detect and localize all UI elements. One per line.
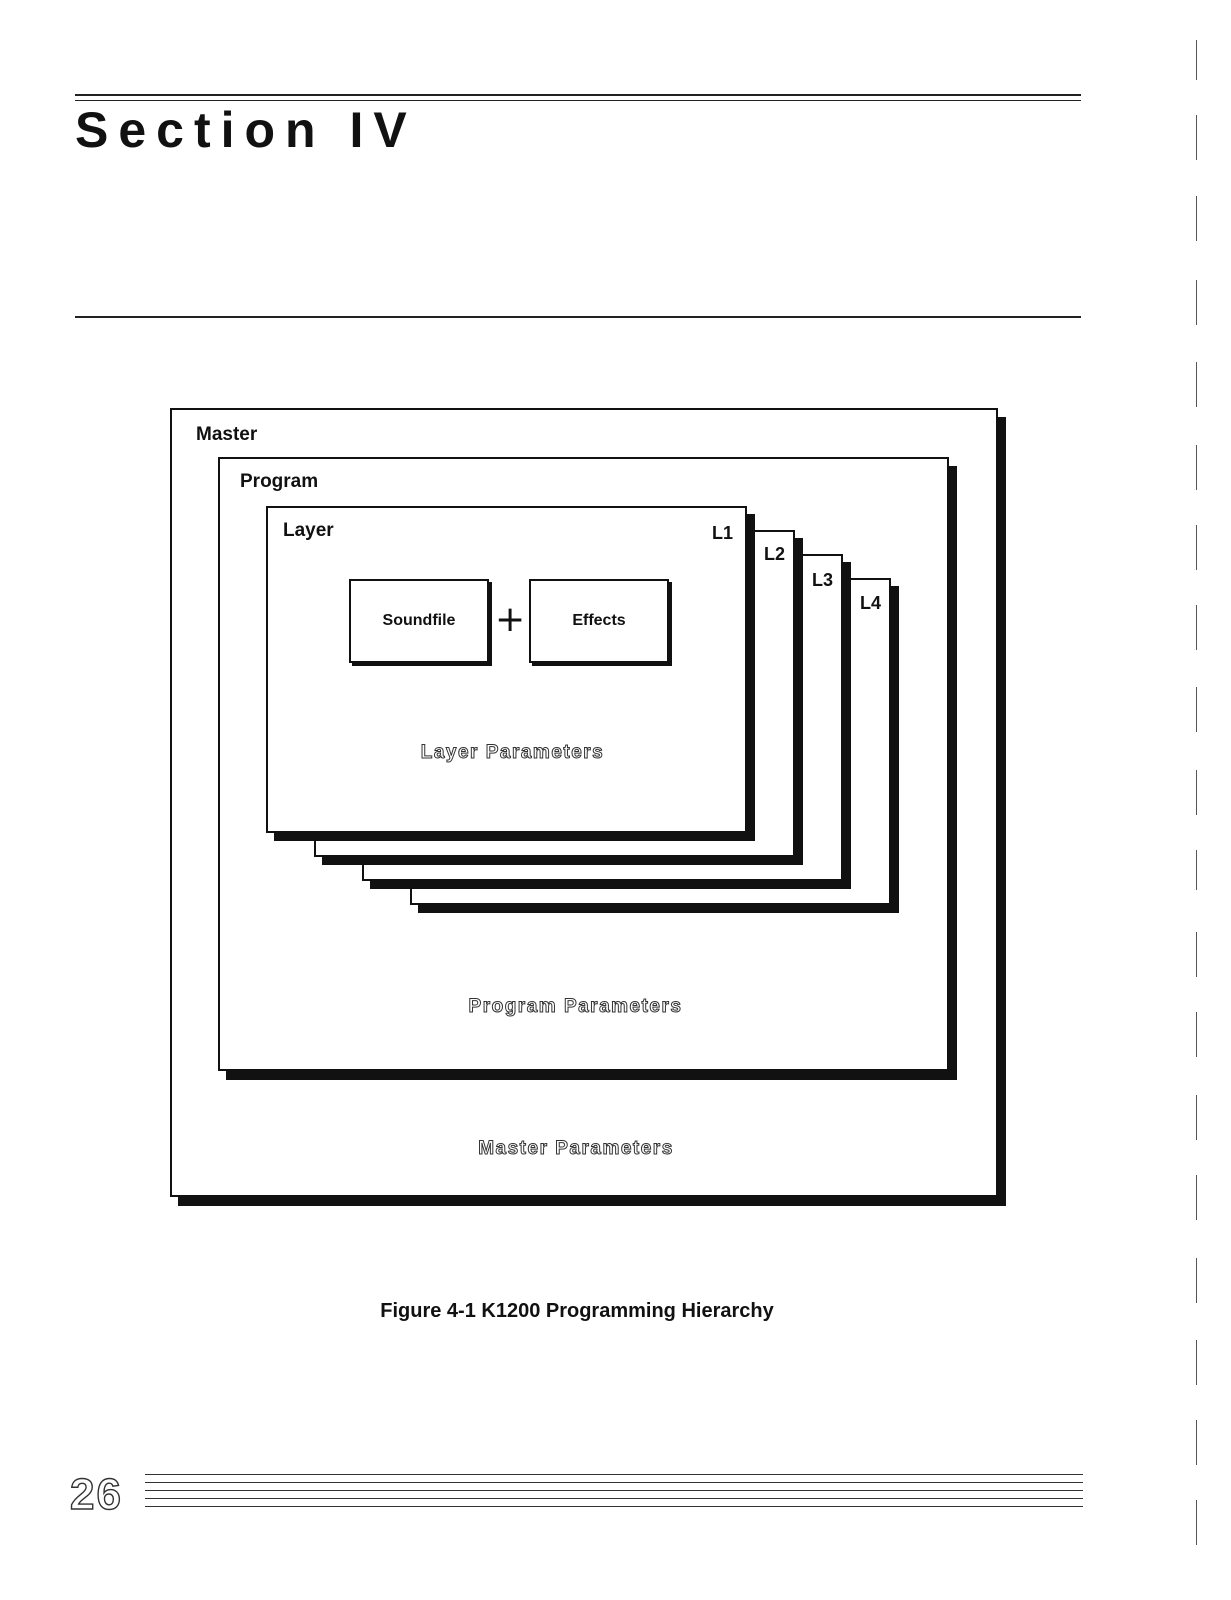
figure-caption: Figure 4-1 K1200 Programming Hierarchy [380, 1300, 774, 1322]
layer-card-l1: Layer L1 Soundfile + Effects Layer Param… [266, 506, 747, 833]
edge-mark [1196, 770, 1197, 815]
master-parameters-label: Master Parameters [478, 1138, 674, 1160]
layer-tag-l3: L3 [811, 570, 833, 590]
header-double-rule [75, 94, 1081, 101]
edge-mark [1196, 687, 1197, 732]
program-label: Program [240, 471, 319, 492]
edge-mark [1196, 1012, 1197, 1057]
plus-symbol: + [495, 599, 526, 640]
master-label: Master [196, 424, 258, 445]
layer-tag-l2: L2 [763, 544, 785, 564]
edge-mark [1196, 362, 1197, 407]
header-rule [75, 316, 1081, 318]
layer-parameters-label: Layer Parameters [420, 742, 605, 764]
edge-mark [1196, 525, 1197, 570]
effects-box: Effects [529, 579, 669, 663]
section-title: Section IV [75, 102, 417, 158]
edge-mark [1196, 850, 1197, 890]
page-number: 26 [69, 1469, 123, 1519]
edge-mark [1196, 1175, 1197, 1220]
footer-rules [145, 1474, 1083, 1514]
edge-mark [1196, 1340, 1197, 1385]
layer-label: Layer [283, 520, 334, 541]
soundfile-box: Soundfile [349, 579, 489, 663]
edge-mark [1196, 196, 1197, 241]
program-parameters-label: Program Parameters [468, 996, 683, 1018]
edge-mark [1196, 40, 1197, 80]
edge-mark [1196, 1095, 1197, 1140]
edge-mark [1196, 1500, 1197, 1545]
edge-mark [1196, 445, 1197, 490]
edge-mark [1196, 932, 1197, 977]
layer-tag-l1: L1 [711, 523, 733, 543]
edge-mark [1196, 605, 1197, 650]
edge-mark [1196, 115, 1197, 160]
soundfile-label: Soundfile [382, 612, 456, 629]
layer-tag-l4: L4 [859, 593, 881, 613]
edge-mark [1196, 1258, 1197, 1303]
effects-label: Effects [572, 612, 626, 629]
edge-mark [1196, 280, 1197, 325]
edge-mark [1196, 1420, 1197, 1465]
